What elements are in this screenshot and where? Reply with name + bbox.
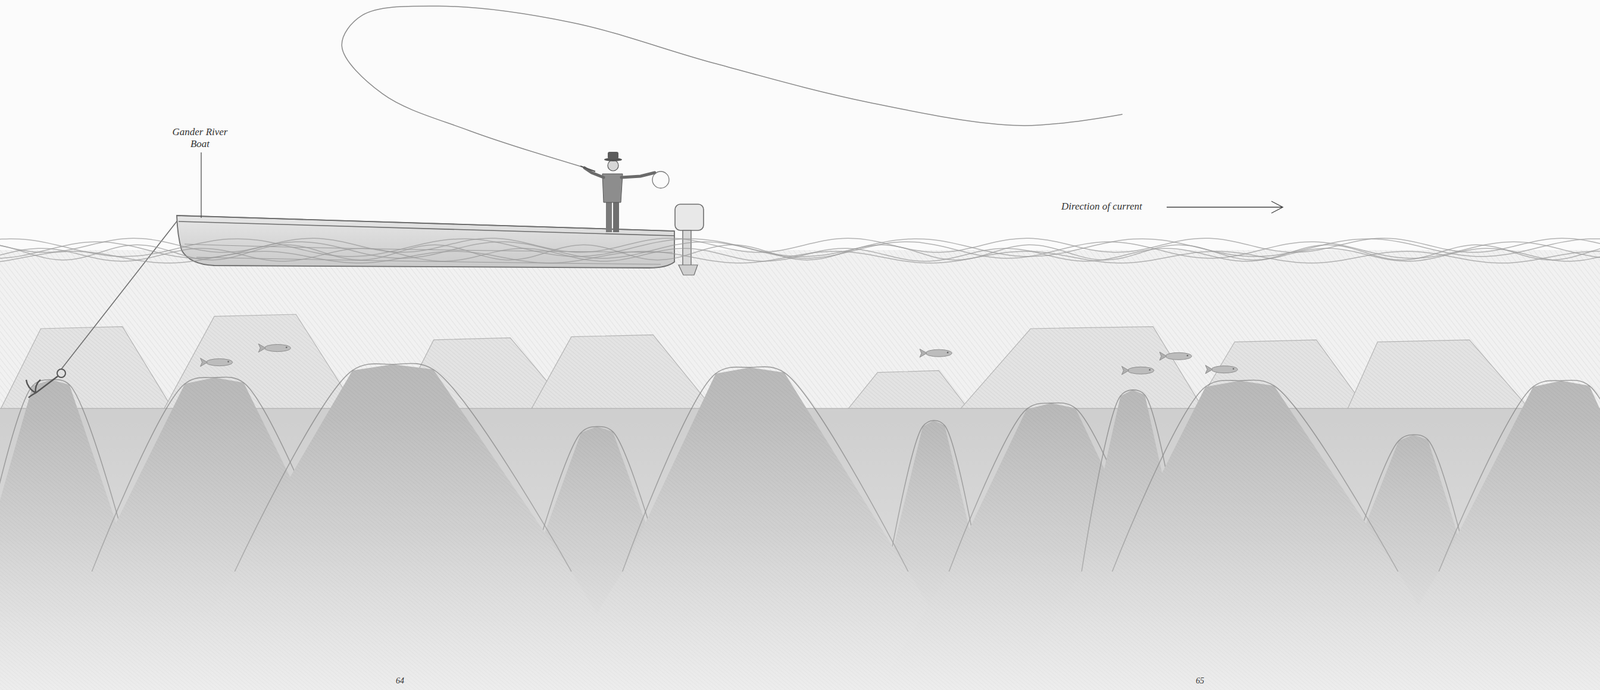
- anchor: [26, 376, 58, 398]
- salmon: [1159, 351, 1192, 361]
- current-wave: [0, 238, 1600, 253]
- angler-head: [607, 160, 619, 171]
- background-hill-shading: [958, 326, 1204, 411]
- fish-body: [264, 344, 291, 352]
- angler-arm: [621, 172, 655, 178]
- river-bed: [0, 408, 1600, 690]
- angler-leg: [605, 199, 612, 233]
- salmon: [200, 358, 233, 367]
- salmon: [1122, 366, 1155, 375]
- fish-tail: [919, 348, 927, 358]
- current-arrow: [1166, 201, 1283, 214]
- fish-body: [1165, 352, 1192, 360]
- boat-gunwale: [176, 215, 675, 236]
- scene: [0, 5, 1600, 690]
- background-hill-shading: [530, 334, 715, 411]
- fish-eye: [1232, 367, 1235, 370]
- fish-eye: [1148, 369, 1151, 371]
- background-hill-shading: [1347, 339, 1531, 411]
- angler-torso: [602, 173, 623, 203]
- salmon: [919, 348, 952, 358]
- fish-eye: [285, 346, 288, 349]
- bottom-fade: [0, 416, 1600, 690]
- fish-body: [1127, 366, 1155, 374]
- angler: [580, 151, 670, 233]
- salmon: [258, 344, 291, 353]
- fly-rod: [580, 166, 596, 172]
- current-wave: [0, 238, 1600, 257]
- leader-line: [200, 152, 202, 218]
- current-label: Direction of current: [1061, 200, 1163, 213]
- background-hill: [847, 370, 970, 411]
- background-hill: [1347, 339, 1531, 411]
- fish-eye: [947, 351, 949, 354]
- current-wave: [0, 244, 1600, 260]
- background-hill: [530, 334, 715, 411]
- fish-tail: [258, 344, 266, 353]
- page-number: 64: [388, 676, 412, 687]
- fish-eye: [1186, 354, 1189, 357]
- outboard-cowl: [675, 204, 704, 231]
- fish-body: [1211, 366, 1238, 374]
- fish-tail: [1205, 365, 1213, 374]
- page-number: 65: [1188, 676, 1212, 687]
- angler-leg: [613, 199, 620, 233]
- current-wave: [0, 251, 1600, 264]
- background-hill-shading: [847, 370, 970, 411]
- fish-body: [925, 349, 952, 357]
- water-body: [0, 250, 1600, 690]
- fly-line: [341, 5, 1123, 167]
- water-hatching: [0, 250, 1600, 690]
- angler-hat-crown: [607, 151, 619, 159]
- fish-tail: [200, 358, 208, 367]
- boat-label: Gander River Boat: [164, 126, 236, 151]
- outboard-shaft: [682, 230, 692, 270]
- outboard-skeg: [678, 264, 698, 275]
- fish-eye: [227, 360, 230, 363]
- fish-tail: [1122, 366, 1130, 375]
- salmon: [1205, 365, 1238, 374]
- fish-tail: [1159, 351, 1167, 361]
- anchor-ring: [57, 369, 66, 378]
- line-coil: [652, 171, 670, 189]
- fish-body: [206, 358, 233, 367]
- background-hill: [958, 326, 1204, 411]
